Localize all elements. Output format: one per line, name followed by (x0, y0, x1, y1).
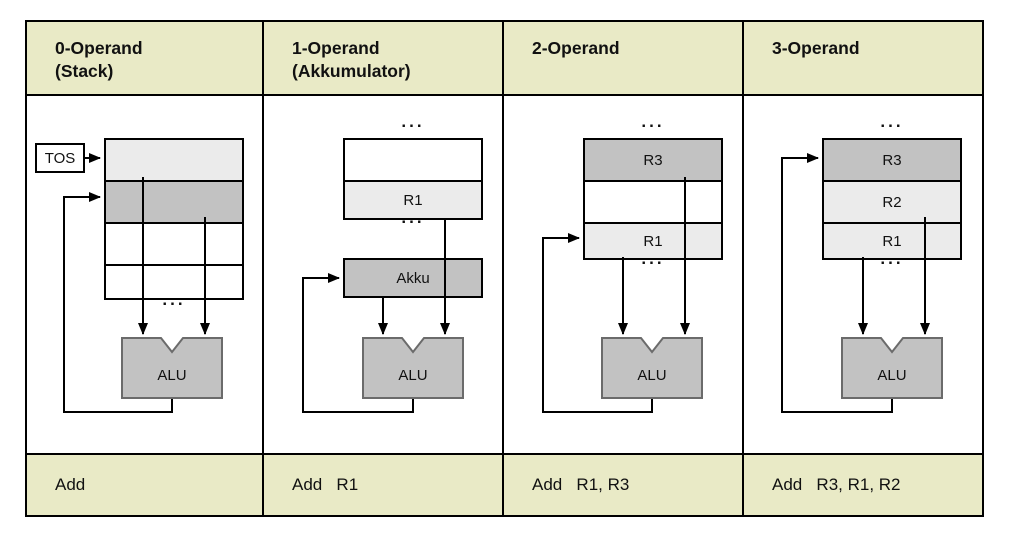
register-row-r3: R3 (824, 140, 960, 182)
akku-label: Akku (396, 269, 430, 287)
header-0-operand: 0-Operand (Stack) (27, 22, 264, 96)
alu-label: ALU (877, 367, 906, 384)
stack-row (106, 224, 242, 266)
isa-comparison-table: 0-Operand (Stack) 1-Operand (Akkumulator… (25, 20, 984, 517)
instruction-example-2op: Add R1, R3 (504, 455, 744, 515)
alu-label: ALU (637, 367, 666, 384)
register-row (585, 182, 721, 224)
alu-unit (362, 337, 464, 399)
ellipsis: ... (162, 290, 186, 309)
header-2-operand: 2-Operand (504, 22, 744, 96)
stack-row-top (106, 140, 242, 182)
two-operand-diagram: ... R3 R1 ... ALU (504, 96, 744, 455)
alu-label: ALU (157, 367, 186, 384)
header-1-operand: 1-Operand (Akkumulator) (264, 22, 504, 96)
register-file: R1 (343, 138, 483, 220)
register-row-r1: R1 (345, 182, 481, 218)
header-3-operand: 3-Operand (744, 22, 982, 96)
ellipsis: ... (880, 112, 904, 131)
instruction-example-akku: Add R1 (264, 455, 504, 515)
tos-register: TOS (35, 143, 85, 173)
alu-unit (601, 337, 703, 399)
stack-box (104, 138, 244, 300)
ellipsis: ... (401, 112, 425, 131)
ellipsis: ... (880, 249, 904, 268)
tos-label: TOS (44, 149, 76, 167)
stack-diagram: TOS ... ALU (27, 96, 264, 455)
accumulator-diagram: ... R1 ... Akku ALU (264, 96, 504, 455)
three-operand-diagram: ... R3 R2 R1 ... ALU (744, 96, 982, 455)
instruction-example-stack: Add (27, 455, 264, 515)
register-file: R3 R1 (583, 138, 723, 260)
alu-unit (121, 337, 223, 399)
akku-register: Akku (343, 258, 483, 298)
register-row (345, 140, 481, 182)
ellipsis: ... (641, 112, 665, 131)
stack-row-second (106, 182, 242, 224)
register-file: R3 R2 R1 (822, 138, 962, 260)
result-feedback-path (302, 273, 414, 413)
ellipsis: ... (401, 208, 425, 227)
register-row-r3: R3 (585, 140, 721, 182)
ellipsis: ... (641, 249, 665, 268)
alu-unit (841, 337, 943, 399)
alu-label: ALU (398, 367, 427, 384)
register-row-r2: R2 (824, 182, 960, 224)
instruction-example-3op: Add R3, R1, R2 (744, 455, 982, 515)
